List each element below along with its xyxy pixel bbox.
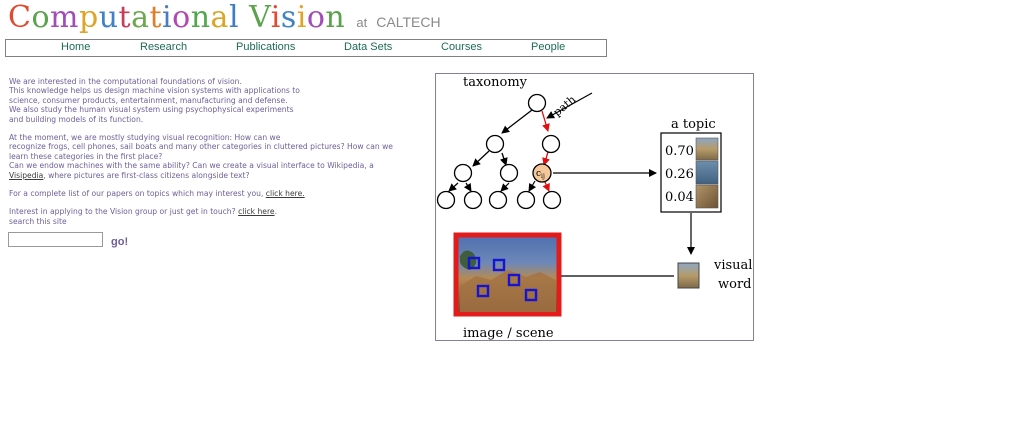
search-label: search this site [9,216,67,226]
topic-value-3: 0.04 [665,190,694,205]
intro-paragraph-1: We are interested in the computational f… [9,77,429,124]
title-letter [239,0,249,35]
intro-line: We also study the human visual system us… [9,105,294,115]
visual-word-patch [677,262,700,289]
contact-paragraph: Interest in applying to the Vision group… [9,207,429,226]
intro-line: This knowledge helps us design machine v… [9,86,300,96]
topic-patch-2 [695,160,719,185]
contact-link[interactable]: click here [238,207,275,217]
intro-text: We are interested in the computational f… [9,77,429,226]
scene-label: image / scene [463,326,554,340]
title-letter: s [280,0,297,35]
title-caltech: CALTECH [376,14,441,30]
title-letter: p [78,0,99,35]
intro-line: Can we endow machines with the same abil… [9,161,374,171]
nav-research[interactable]: Research [140,41,188,53]
nav-courses[interactable]: Courses [441,41,482,53]
search-input[interactable] [8,232,103,247]
papers-link[interactable]: click here. [265,189,305,199]
title-letter: C [8,0,32,35]
word-label: word [718,277,752,292]
tree-node [499,163,519,183]
title-letter: a [131,0,150,35]
feature-box [467,256,481,270]
title-letter: i [270,0,281,35]
title-letter: o [31,0,51,35]
tree-node [436,190,456,210]
taxonomy-label: taxonomy [463,75,528,90]
title-letter: o [306,0,326,35]
tree-node [542,190,562,210]
feature-box [492,258,506,272]
nav-home[interactable]: Home [61,41,91,53]
nav-people[interactable]: People [531,41,566,53]
feature-box [507,273,521,287]
title-letter: u [98,0,119,35]
title-letter: a [210,0,229,35]
title-at: at [356,15,368,30]
intro-line: , where pictures are first-class citizen… [43,170,250,180]
title-letter: n [190,0,211,35]
topic-patch-3 [695,184,719,209]
tree-node [453,163,473,183]
title-letter: t [118,0,132,35]
feature-box [476,284,490,298]
tree-node [516,190,536,210]
papers-paragraph: For a complete list of our papers on top… [9,189,429,198]
contact-text: Interest in applying to the Vision group… [9,207,239,217]
intro-paragraph-2: At the moment, we are mostly studying vi… [9,133,429,180]
tree-node [485,134,505,154]
feature-box [524,288,538,302]
title-letter: m [50,0,79,35]
category-node-label: cij [536,169,545,180]
site-title-text: Computational Vision [8,0,345,35]
intro-line: learn these categories in the first plac… [9,151,163,161]
contact-period: . [274,207,277,217]
title-letter: V [249,0,271,35]
title-letter: t [149,0,163,35]
go-button[interactable]: go! [111,236,129,248]
topic-value-1: 0.70 [665,144,694,159]
title-letter: l [228,0,240,35]
taxonomy-diagram: taxonomy path cij [436,75,752,340]
nav-publications[interactable]: Publications [236,41,296,53]
intro-line: science, consumer products, entertainmen… [9,95,288,105]
title-letter: i [162,0,173,35]
papers-text: For a complete list of our papers on top… [9,189,266,199]
category-node [532,163,552,183]
visipedia-link[interactable]: Visipedia [9,170,44,180]
nav-data-sets[interactable]: Data Sets [344,41,393,53]
site-title: Computational Vision at CALTECH [8,0,441,36]
topic-label: a topic [671,117,716,132]
intro-line: and building models of its function. [9,114,144,124]
topic-patch-1 [695,137,719,161]
intro-line: We are interested in the computational f… [9,77,242,86]
intro-line: recognize frogs, cell phones, sail boats… [9,142,393,152]
tree-node [488,190,508,210]
main-nav: Home Research Publications Data Sets Cou… [5,39,607,57]
title-letter: i [296,0,307,35]
topic-value-2: 0.26 [665,167,694,182]
tree-node [527,93,547,113]
tree-node [463,190,483,210]
visual-label: visual [713,258,752,273]
intro-line: At the moment, we are mostly studying vi… [9,133,281,143]
title-letter: n [325,0,346,35]
research-figure: taxonomy path cij [435,73,754,341]
path-label: path [551,93,579,119]
title-letter: o [172,0,191,35]
tree-node [541,134,561,154]
